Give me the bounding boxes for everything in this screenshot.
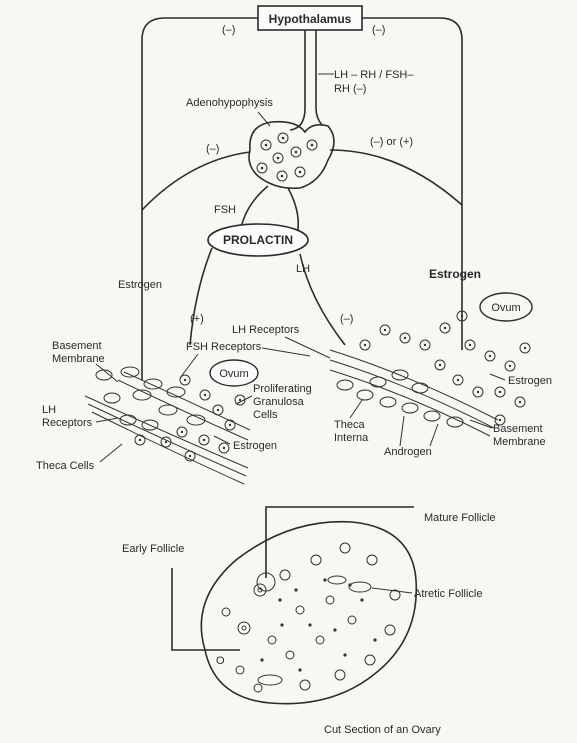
releasing-hormone-label-2: RH (–) xyxy=(334,83,366,95)
hypothalamus-box: Hypothalamus xyxy=(258,6,362,30)
estrogen-bottom-left-label: Estrogen xyxy=(233,440,277,452)
theca-cells-label: Theca Cells xyxy=(36,460,95,472)
proliferating-label-3: Cells xyxy=(253,409,278,421)
prolactin-ellipse: PROLACTIN xyxy=(208,224,308,256)
prolactin-stalk xyxy=(288,188,298,230)
early-follicle-pointer xyxy=(172,568,240,650)
feedback-loop-right xyxy=(362,18,462,350)
cut-section-label: Cut Section of an Ovary xyxy=(324,724,441,736)
mature-follicle-pointer xyxy=(266,507,414,578)
basement-membrane-left-2: Membrane xyxy=(52,353,105,365)
adenohypophysis-label: Adenohypophysis xyxy=(186,97,273,109)
fsh-receptors-label: FSH Receptors xyxy=(186,341,262,353)
proliferating-label-1: Proliferating xyxy=(253,383,312,395)
lh-label: LH xyxy=(296,263,310,275)
ovum-left-label: Ovum xyxy=(219,368,248,380)
atretic-follicle-label: Atretic Follicle xyxy=(414,588,482,600)
ovary-cross-section xyxy=(201,522,416,704)
hypothalamus-stalk xyxy=(290,30,322,130)
plus-sign-left: (+) xyxy=(190,313,204,325)
releasing-hormone-label-1: LH – RH / FSH– xyxy=(334,69,414,81)
estrogen-left-label: Estrogen xyxy=(118,279,162,291)
ovum-right: Ovum xyxy=(480,293,532,321)
minus-sign-right: (–) xyxy=(340,313,353,325)
follicle-right xyxy=(330,311,530,436)
lh-receptors-left-2: Receptors xyxy=(42,417,93,429)
basement-membrane-left-1: Basement xyxy=(52,340,102,352)
pituitary-right-sign: (–) or (+) xyxy=(370,136,413,148)
theca-interna-label-1: Theca xyxy=(334,419,365,431)
hypothalamus-right-sign: (–) xyxy=(372,24,385,36)
pituitary-left-sign: (–) xyxy=(206,143,219,155)
basement-membrane-right-1: Basement xyxy=(493,423,543,435)
ovary-o-label: O xyxy=(216,655,225,667)
androgen-label: Androgen xyxy=(384,446,432,458)
pituitary-gland xyxy=(249,122,334,189)
estrogen-right-label: Estrogen xyxy=(429,267,481,281)
hypothalamus-left-sign: (–) xyxy=(222,24,235,36)
prolactin-label: PROLACTIN xyxy=(223,233,293,247)
lh-receptors-left-1: LH xyxy=(42,404,56,416)
fsh-label: FSH xyxy=(214,204,236,216)
ovum-right-label: Ovum xyxy=(491,302,520,314)
proliferating-label-2: Granulosa xyxy=(253,396,305,408)
mature-follicle-label: Mature Follicle xyxy=(424,512,496,524)
estrogen-bottom-right-label: Estrogen xyxy=(508,375,552,387)
ovum-left: Ovum xyxy=(210,360,258,386)
fsh-to-follicle xyxy=(190,248,212,345)
hypothalamus-label: Hypothalamus xyxy=(269,12,352,26)
estrogen-right-to-pituitary xyxy=(330,150,462,205)
theca-interna-label-2: Interna xyxy=(334,432,369,444)
estrogen-left-to-pituitary xyxy=(142,152,250,210)
basement-membrane-right-2: Membrane xyxy=(493,436,546,448)
early-follicle-label: Early Follicle xyxy=(122,543,184,555)
lh-receptors-top-label: LH Receptors xyxy=(232,324,300,336)
